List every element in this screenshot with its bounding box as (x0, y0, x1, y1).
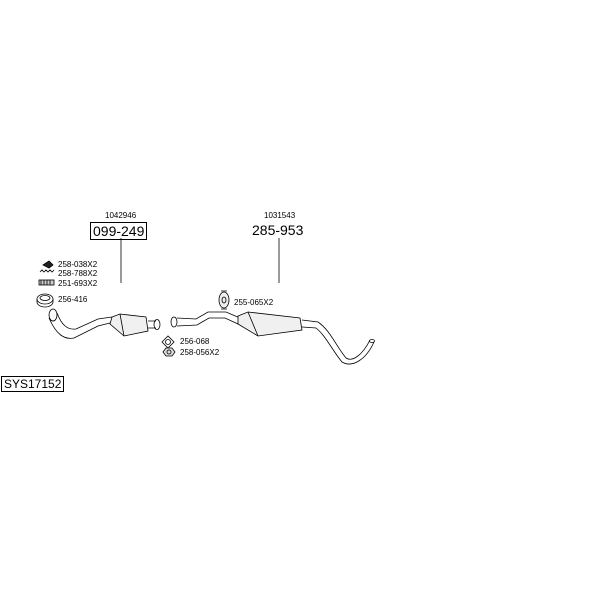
part-label-258-788[interactable]: 258-788X2 (58, 269, 98, 278)
part-label-256-416[interactable]: 256-416 (58, 295, 88, 304)
nut-icon-258-038 (42, 260, 54, 269)
part-number-catalytic-converter[interactable]: 099-249 (90, 222, 148, 240)
part-label-258-056[interactable]: 258-056X2 (180, 348, 220, 357)
part-label-258-038[interactable]: 258-038X2 (58, 260, 98, 269)
bolt-icon-251-693 (38, 279, 55, 286)
spring-icon-258-788 (39, 269, 55, 273)
gasket-ring-icon-256-416 (36, 293, 54, 308)
front-downpipe (48, 308, 113, 339)
assembly-code-badge: SYS17152 (1, 376, 65, 392)
part-label-255-065[interactable]: 255-065X2 (234, 298, 274, 307)
part-label-256-068[interactable]: 256-068 (180, 337, 210, 346)
part-number-rear-silencer[interactable]: 285-953 (252, 222, 304, 238)
catalytic-converter (109, 313, 161, 337)
ref-number-rear: 1031543 (264, 211, 296, 220)
gasket-icon-256-068 (161, 335, 175, 349)
rubber-mount-icon-255-065 (218, 290, 230, 310)
middle-pipe (170, 311, 241, 328)
part-label-251-693[interactable]: 251-693X2 (58, 279, 98, 288)
rear-silencer (237, 311, 375, 365)
nut-icon-258-056 (162, 347, 176, 357)
ref-number-front: 1042946 (105, 211, 137, 220)
